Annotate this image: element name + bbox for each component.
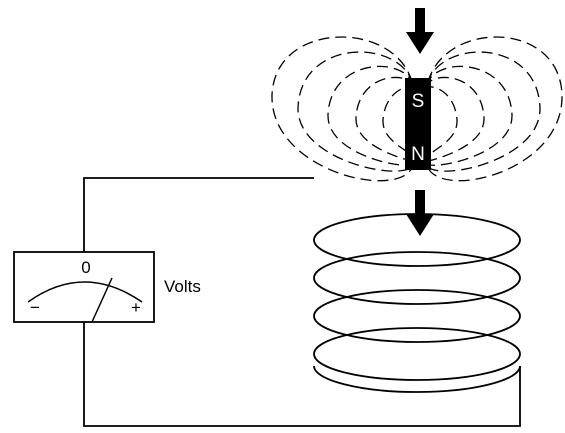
voltmeter-box bbox=[13, 251, 155, 323]
bar-magnet: S N bbox=[405, 78, 431, 170]
voltmeter-scale-arc bbox=[27, 281, 143, 303]
volts-label: Volts bbox=[164, 277, 201, 296]
arrow-top-shaft bbox=[415, 8, 425, 34]
wire-bottom bbox=[83, 322, 521, 427]
magnet-pole-north: N bbox=[411, 144, 425, 165]
field-line-right-2 bbox=[426, 51, 541, 172]
field-line-left-1 bbox=[271, 36, 413, 182]
arrow-bottom-head bbox=[406, 214, 434, 236]
voltmeter-plus-label: + bbox=[131, 298, 141, 317]
magnet-body bbox=[405, 78, 431, 170]
field-line-left-4 bbox=[355, 76, 416, 163]
field-line-right-3 bbox=[425, 65, 513, 166]
arrow-bottom bbox=[406, 190, 434, 236]
field-line-left-3 bbox=[327, 65, 415, 166]
field-line-right-4 bbox=[424, 76, 485, 163]
voltmeter-zero-label: 0 bbox=[81, 258, 90, 277]
coil bbox=[313, 213, 521, 393]
voltmeter: 0 − + bbox=[13, 251, 155, 323]
arrow-bottom-shaft bbox=[415, 190, 425, 216]
coil-loop-3 bbox=[313, 289, 521, 343]
field-line-right-1 bbox=[427, 36, 563, 182]
wire-top bbox=[83, 177, 314, 252]
circuit-wires bbox=[83, 177, 521, 427]
magnet-pole-south: S bbox=[412, 91, 425, 112]
coil-loop-5 bbox=[313, 365, 521, 393]
magnetic-field-lines bbox=[271, 36, 563, 182]
voltmeter-minus-label: − bbox=[30, 298, 40, 317]
arrow-top bbox=[406, 8, 434, 54]
field-line-left-2 bbox=[297, 51, 414, 172]
voltmeter-needle bbox=[91, 277, 113, 323]
coil-loop-4 bbox=[313, 327, 521, 381]
arrow-top-head bbox=[406, 32, 434, 54]
coil-loop-2 bbox=[313, 251, 521, 305]
